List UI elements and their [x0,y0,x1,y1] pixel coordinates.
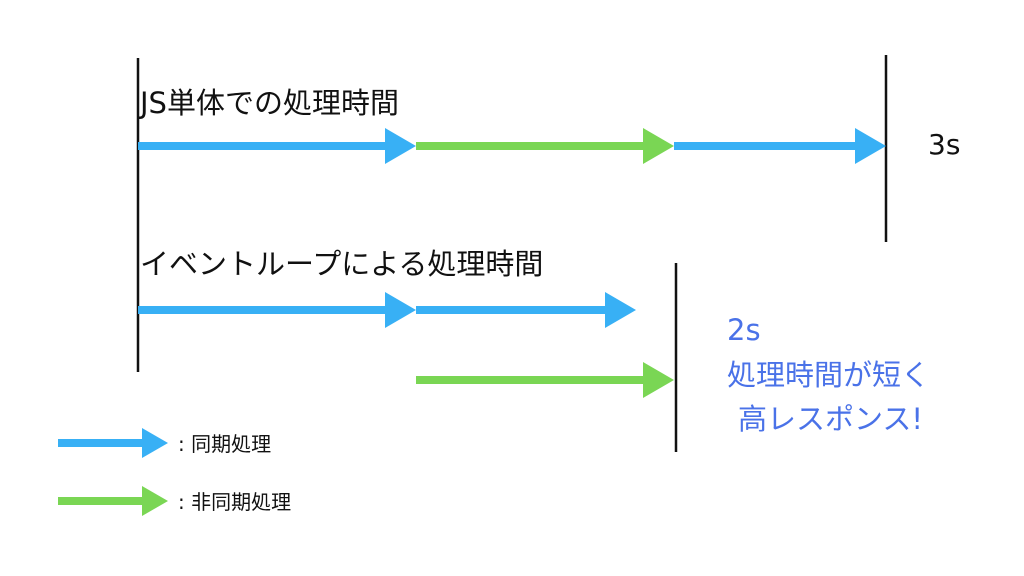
js-alone-title: JS単体での処理時間 [140,86,399,120]
result-time: 2s [727,313,761,347]
legend-sync-arrow [58,428,168,458]
js-alone-arrow-1 [138,128,416,164]
result-line-3: 高レスポンス! [738,402,924,436]
legend-sync-label: : 同期処理 [178,432,272,456]
event-loop-arrow-1 [138,292,416,328]
legend-async-arrow [58,486,168,516]
js-alone-arrow-3 [674,128,886,164]
legend-async-label: : 非同期処理 [178,490,292,514]
result-line-2: 処理時間が短く [727,358,931,392]
js-alone-time: 3s [928,128,961,161]
event-loop-arrow-2 [416,292,636,328]
js-alone-arrow-2 [416,128,674,164]
event-loop-title: イベントループによる処理時間 [140,247,544,281]
event-loop-async-arrow [416,362,674,398]
